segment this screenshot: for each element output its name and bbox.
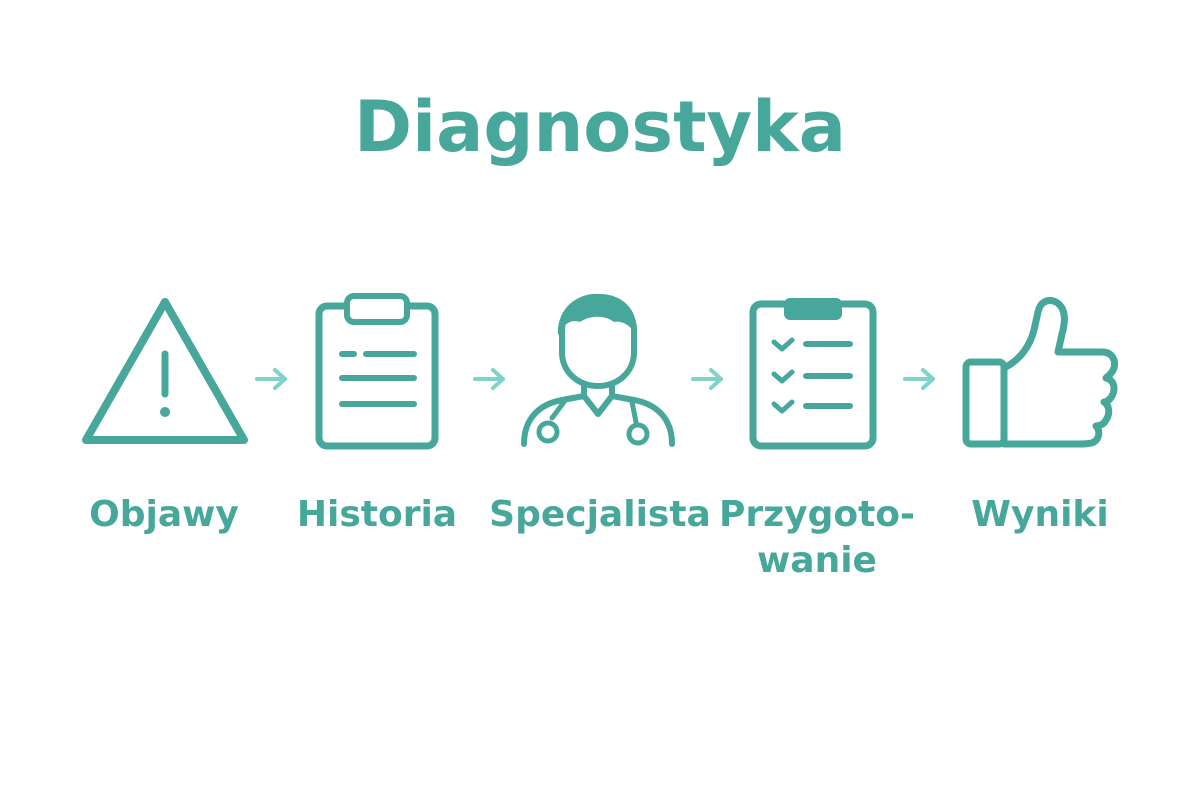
checklist-clipboard-icon	[749, 298, 877, 450]
clipboard-icon	[315, 293, 439, 450]
step-label-historia: Historia	[296, 494, 458, 535]
arrow-right-icon	[903, 368, 935, 390]
arrow-right-icon	[473, 368, 505, 390]
page-title: Diagnostyka	[354, 86, 846, 168]
step-label-specjalista: Specjalista	[489, 494, 711, 535]
warning-triangle-icon	[82, 298, 248, 444]
arrow-right-icon	[255, 368, 287, 390]
step-label-objawy: Objawy	[89, 494, 239, 535]
doctor-icon	[521, 293, 675, 447]
arrow-right-icon	[691, 368, 723, 390]
step-label-przygotowanie: Przygoto- wanie	[719, 494, 915, 581]
thumbs-up-icon	[962, 296, 1118, 448]
step-label-wyniki: Wyniki	[971, 494, 1109, 535]
